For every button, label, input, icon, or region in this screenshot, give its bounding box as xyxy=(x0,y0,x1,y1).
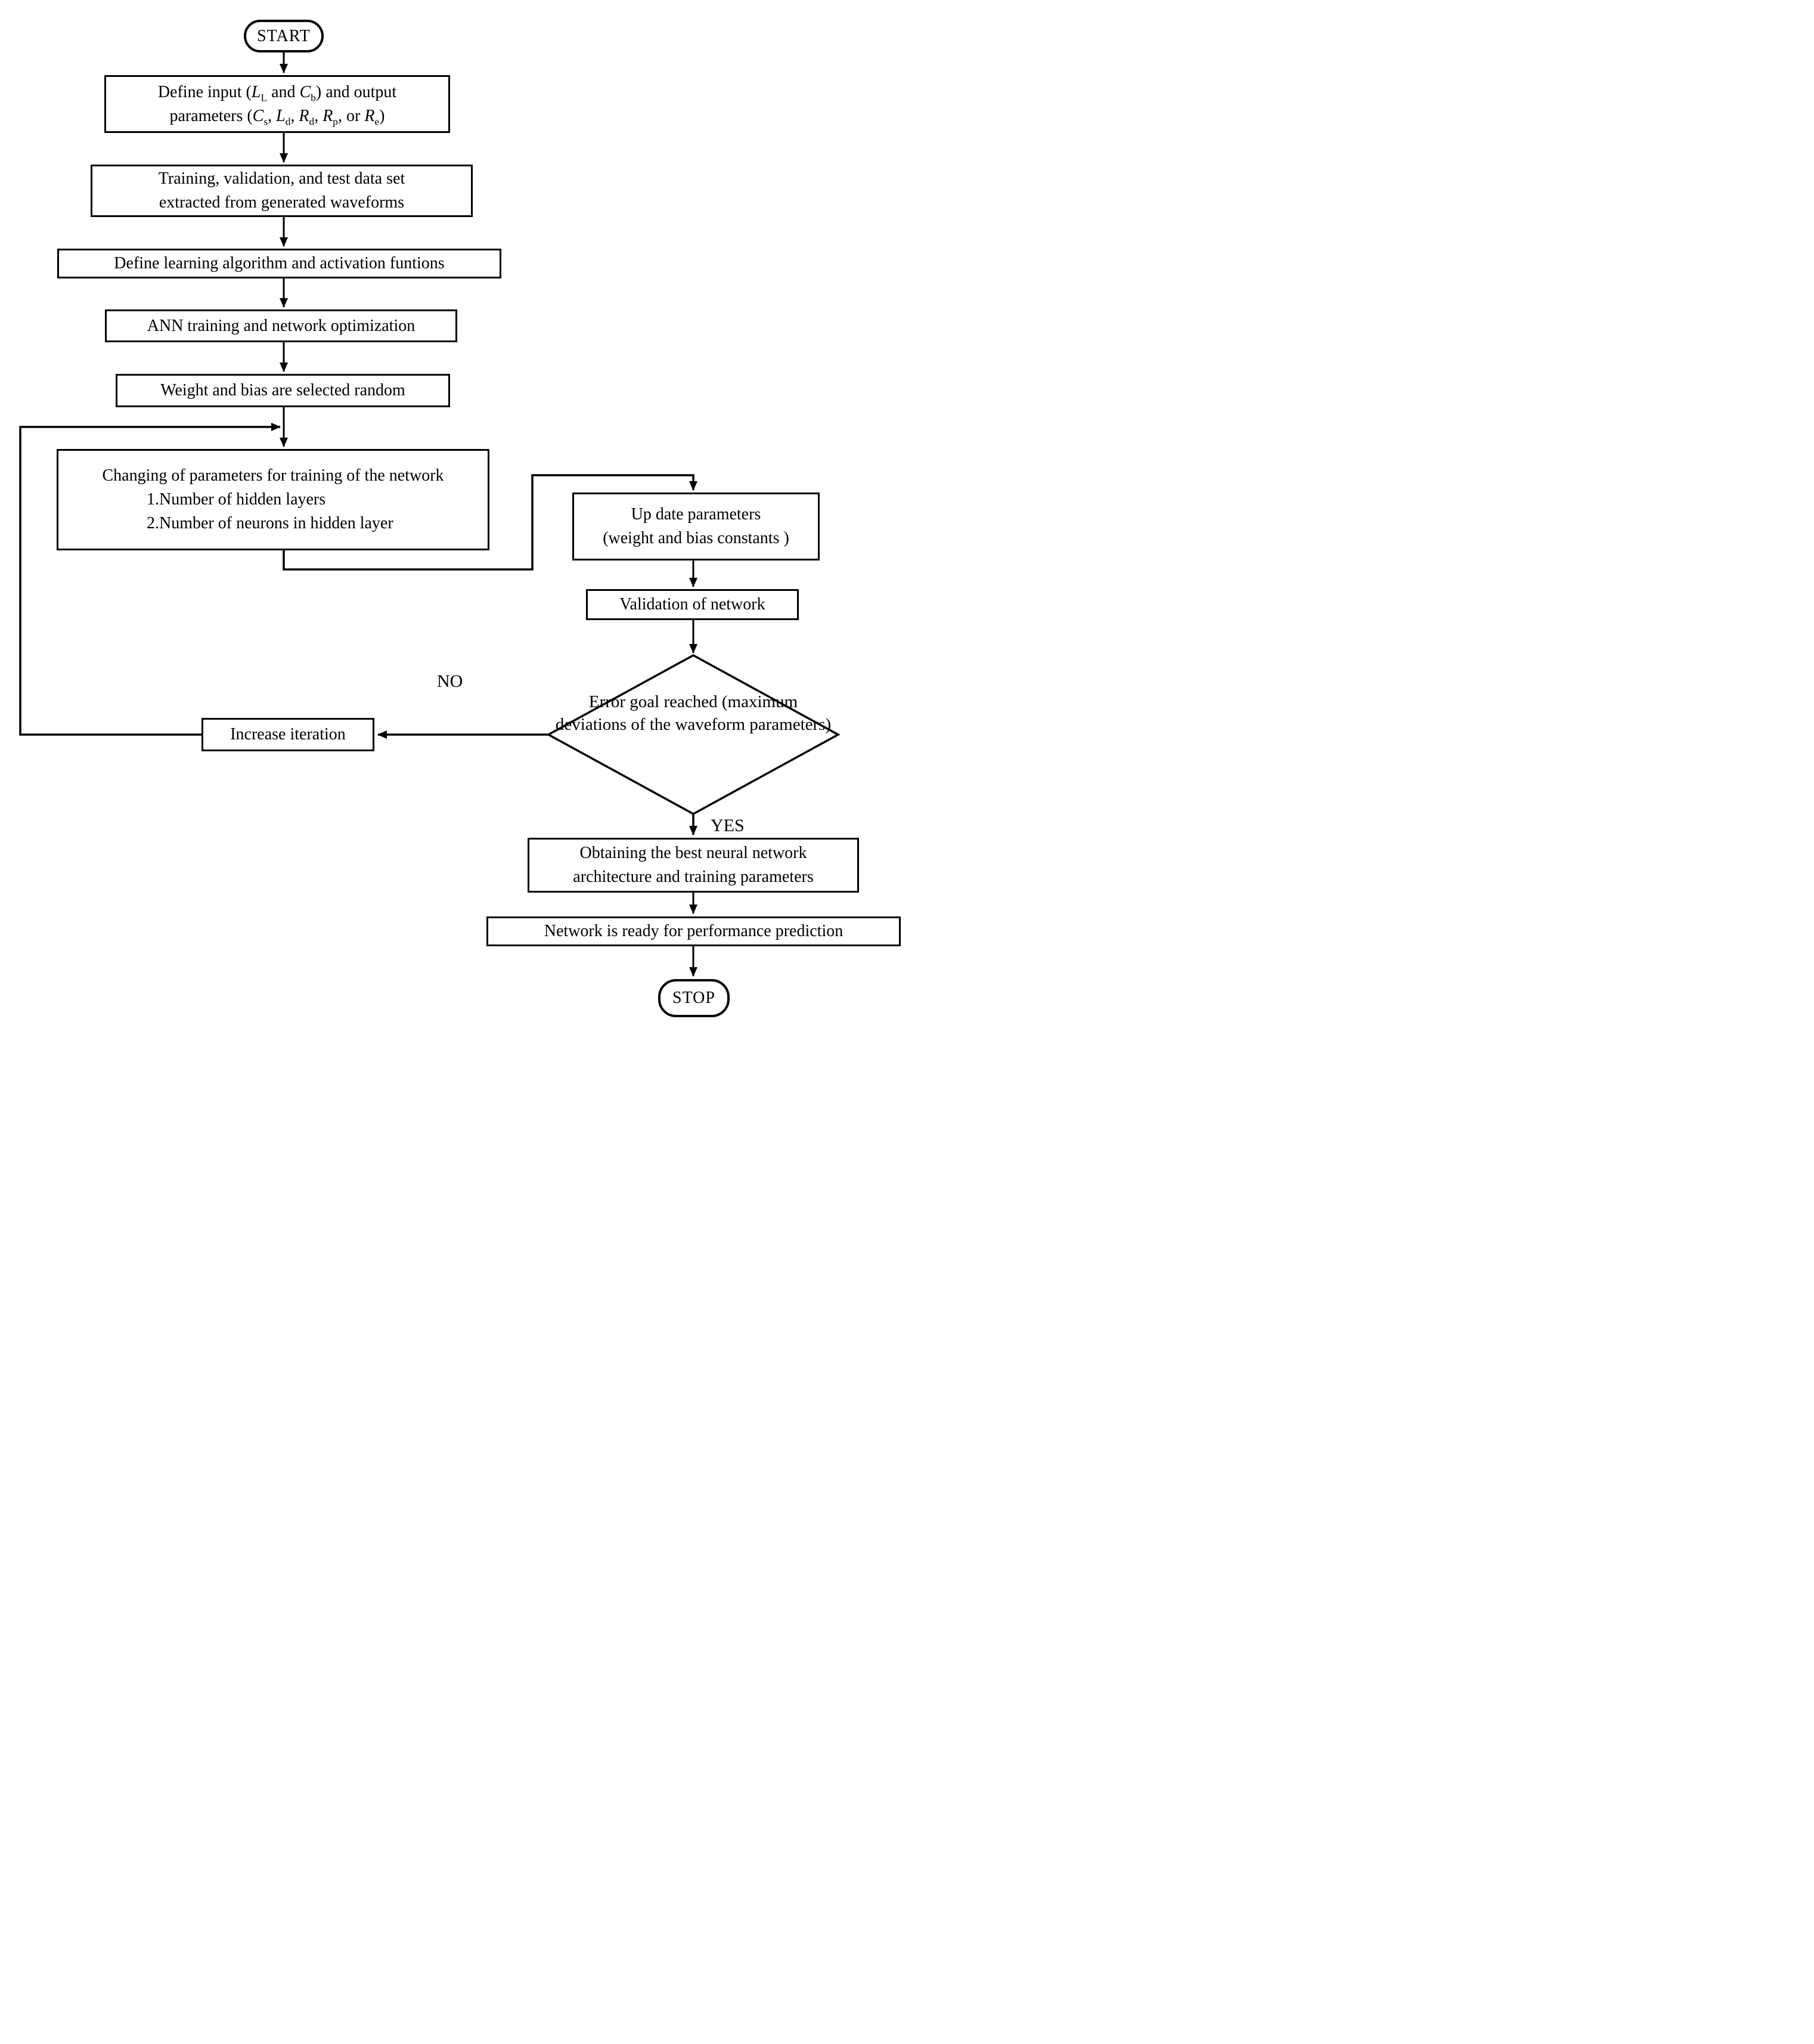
node-start-label: START xyxy=(257,26,311,45)
node-weight-bias: Weight and bias are selected random xyxy=(116,374,450,407)
connector-layer xyxy=(19,52,841,977)
label-yes: YES xyxy=(711,816,745,835)
node-text-line: Training, validation, and test data set xyxy=(158,169,405,188)
flowchart-canvas: START Define input (LL and Cb) and outpu… xyxy=(0,0,907,1022)
node-error-goal-decision: Error goal reached (maximum deviations o… xyxy=(553,690,833,736)
node-text-line: architecture and training parameters xyxy=(573,868,814,886)
node-text-line: Define learning algorithm and activation… xyxy=(114,254,445,273)
node-text-line: 2.Number of neurons in hidden layer xyxy=(147,513,393,532)
node-text-line: Up date parameters xyxy=(631,505,761,524)
node-learning-algorithm: Define learning algorithm and activation… xyxy=(57,249,501,278)
node-changing-params: Changing of parameters for training of t… xyxy=(57,449,489,550)
node-stop-label: STOP xyxy=(672,989,715,1008)
node-start: START xyxy=(244,20,324,52)
node-text-line: Obtaining the best neural network xyxy=(579,844,807,863)
node-validation: Validation of network xyxy=(586,589,799,620)
node-text-line: Define input (LL and Cb) and output xyxy=(157,82,397,104)
node-increase-iteration: Increase iteration xyxy=(201,718,374,751)
node-stop: STOP xyxy=(658,979,730,1017)
node-obtaining-best: Obtaining the best neural network archit… xyxy=(528,838,859,893)
label-no: NO xyxy=(437,671,463,691)
node-text-line: Validation of network xyxy=(619,595,765,614)
connector-changing-to-update xyxy=(283,474,697,571)
node-network-ready: Network is ready for performance predict… xyxy=(486,916,901,946)
node-text-line: Increase iteration xyxy=(230,725,346,744)
node-text-line: Changing of parameters for training of t… xyxy=(102,466,444,485)
node-text-line: (weight and bias constants ) xyxy=(603,529,789,547)
node-text-line: 1.Number of hidden layers xyxy=(147,490,326,509)
node-text-line: extracted from generated waveforms xyxy=(159,193,405,212)
node-text-line: ANN training and network optimization xyxy=(147,316,415,335)
decision-diamond-shape xyxy=(546,654,841,815)
node-text-line: Weight and bias are selected random xyxy=(160,381,405,400)
node-define-io: Define input (LL and Cb) and output para… xyxy=(104,75,450,133)
node-ann-training: ANN training and network optimization xyxy=(105,309,457,342)
node-text-line: waveform parameters) xyxy=(675,715,832,735)
node-text-line: parameters (Cs, Ld, Rd, Rp, or Re) xyxy=(169,106,385,128)
node-training-data: Training, validation, and test data set … xyxy=(91,165,473,217)
node-text-line: (maximum deviations of the xyxy=(555,692,798,735)
node-text-line: Network is ready for performance predict… xyxy=(544,922,844,941)
connector-feedback-loop xyxy=(19,423,281,736)
node-text-line: Error goal reached xyxy=(588,692,718,711)
node-update-params: Up date parameters (weight and bias cons… xyxy=(572,493,820,560)
